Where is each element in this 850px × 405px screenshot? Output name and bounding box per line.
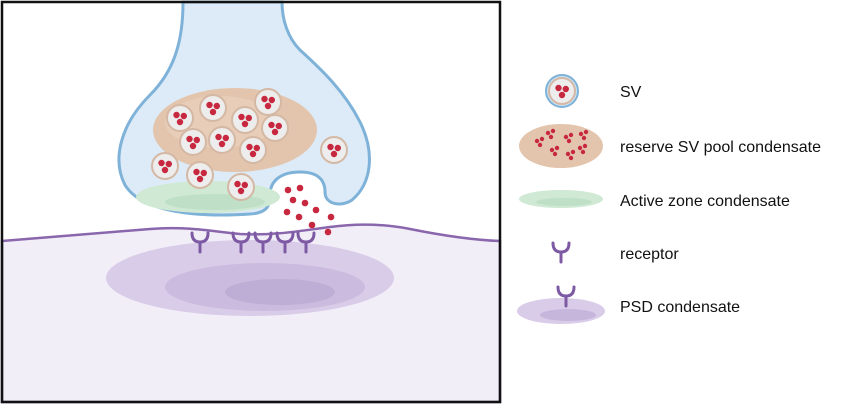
psd-legend-icon	[517, 285, 605, 324]
receptor-legend-icon	[551, 241, 571, 264]
legend-label-sv: SV	[620, 84, 642, 101]
legend-active-zone: Active zone condensate	[519, 190, 790, 210]
sv-legend-icon	[545, 74, 579, 108]
neurotransmitters	[283, 184, 335, 236]
legend-label-reserve-pool: reserve SV pool condensate	[620, 139, 821, 156]
legend-reserve-pool: reserve SV pool condensate	[519, 124, 821, 168]
legend-label-receptor: receptor	[620, 246, 679, 263]
synapse-panel	[0, 0, 502, 404]
legend-label-active-zone: Active zone condensate	[620, 193, 790, 210]
active-zone-legend-icon	[519, 190, 603, 208]
reserve-pool-legend-icon	[519, 124, 603, 168]
legend: SV reserve SV pool condensate	[517, 74, 821, 324]
legend-sv: SV	[545, 74, 642, 108]
legend-psd: PSD condensate	[517, 285, 740, 324]
legend-receptor: receptor	[551, 241, 679, 264]
psd-condensate	[106, 240, 394, 316]
legend-label-psd: PSD condensate	[620, 299, 740, 316]
